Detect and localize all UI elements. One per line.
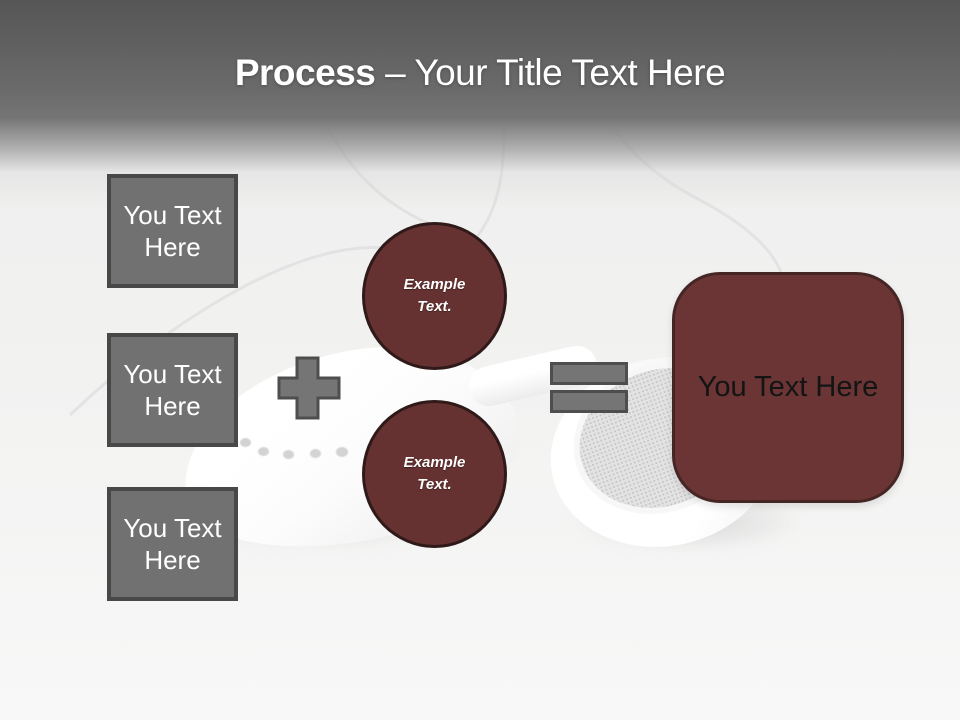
input-box-1: You Text Here [107, 174, 238, 288]
earbud-speaker-hole [258, 447, 269, 456]
earbud-speaker-hole [240, 438, 251, 447]
input-box-3: You Text Here [107, 487, 238, 601]
title-emphasis: Process [234, 52, 376, 93]
plus-icon [277, 356, 341, 420]
result-box-label: You Text Here [697, 371, 879, 403]
earbud-speaker-hole [283, 450, 294, 459]
title-text: – Your Title Text Here [385, 52, 726, 93]
input-box-2-label: You Text Here [123, 359, 222, 421]
example-circle-2: Example Text. [362, 400, 507, 548]
earbud-speaker-hole [310, 449, 321, 458]
example-circle-1: Example Text. [362, 222, 507, 370]
result-box: You Text Here [672, 272, 904, 503]
input-box-1-label: You Text Here [123, 200, 222, 262]
equals-icon [550, 390, 628, 413]
slide-title: Process – Your Title Text Here [0, 52, 960, 94]
equals-icon [550, 362, 628, 385]
earbud-speaker-hole [336, 447, 348, 457]
input-box-3-label: You Text Here [123, 513, 222, 575]
example-circle-2-label: Example Text. [403, 454, 466, 493]
input-box-2: You Text Here [107, 333, 238, 447]
example-circle-1-label: Example Text. [403, 276, 466, 315]
